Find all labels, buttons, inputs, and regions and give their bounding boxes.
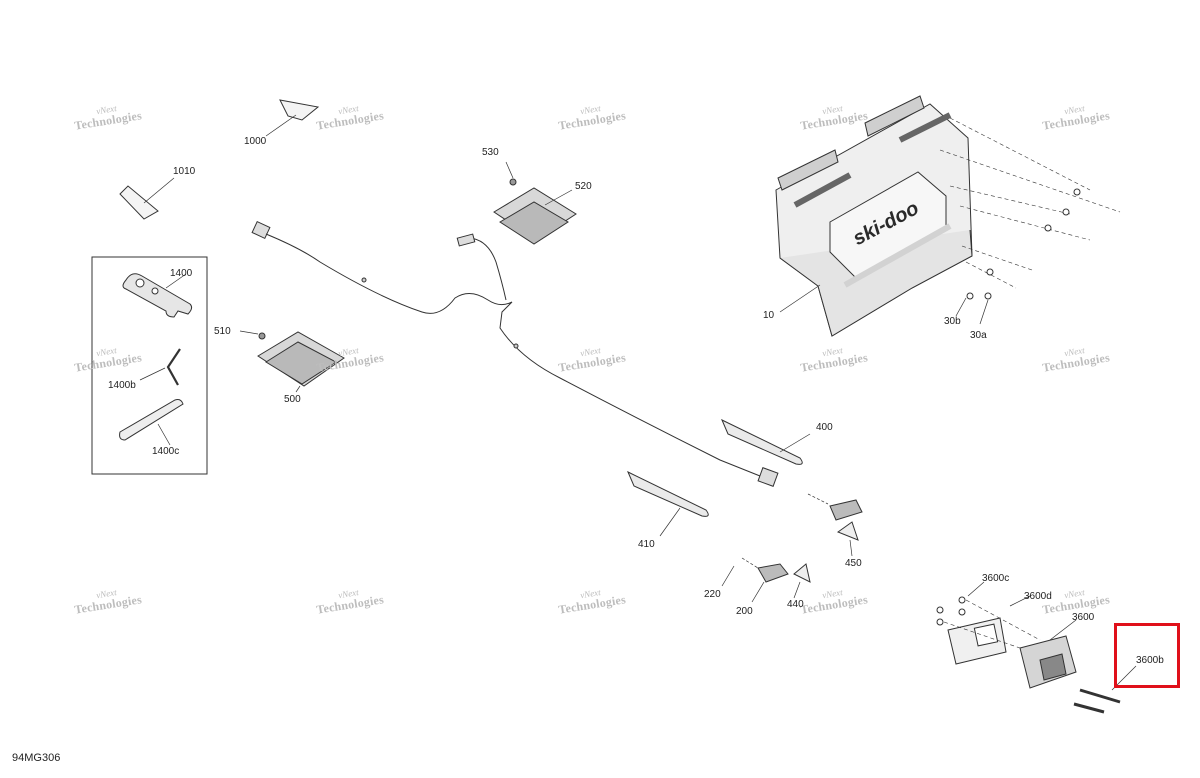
wrench-1400-shape [122,273,193,318]
part-label-440[interactable]: 440 [787,599,804,610]
diagram-code: 94MG306 [12,752,61,764]
light-450-shape [807,493,863,557]
part-label-1000[interactable]: 1000 [244,136,267,147]
part-label-530[interactable]: 530 [482,147,499,158]
module-520-shape [493,161,577,245]
part-label-3600b[interactable]: 3600b [1136,655,1164,666]
reflector-410-shape [627,470,709,537]
part-label-510[interactable]: 510 [214,326,231,337]
part-label-1400[interactable]: 1400 [170,268,193,279]
decal-1000-shape [265,99,320,137]
part-label-10[interactable]: 10 [763,310,775,321]
part-label-400[interactable]: 400 [816,422,833,433]
wiring-harness-shape [251,220,779,487]
part-label-1400c[interactable]: 1400c [152,446,180,457]
part-label-520[interactable]: 520 [575,181,592,192]
tool-1400c-shape [119,399,184,446]
highlight-box [1114,623,1180,688]
part-label-500[interactable]: 500 [284,394,301,405]
part-label-3600d[interactable]: 3600d [1024,591,1052,602]
hitch-3600-shape [936,581,1137,714]
part-label-200[interactable]: 200 [736,606,753,617]
light-200-shape [721,557,789,603]
part-label-30b[interactable]: 30b [944,316,961,327]
part-label-220[interactable]: 220 [704,589,721,600]
part-440-shape [793,563,811,599]
part-label-3600c[interactable]: 3600c [982,573,1010,584]
part-label-410[interactable]: 410 [638,539,655,550]
tool-kit-frame [91,256,208,475]
decal-1010-shape [119,177,175,220]
module-500-shape [239,330,345,393]
part-label-450[interactable]: 450 [845,558,862,569]
part-label-1010[interactable]: 1010 [173,166,196,177]
rear-panel-10-shape [775,95,1121,337]
part-label-1400b[interactable]: 1400b [108,380,136,391]
reflector-400-shape [721,418,811,465]
part-label-30a[interactable]: 30a [970,330,987,341]
hex-key-1400b-shape [139,348,181,386]
part-label-3600[interactable]: 3600 [1072,612,1095,623]
